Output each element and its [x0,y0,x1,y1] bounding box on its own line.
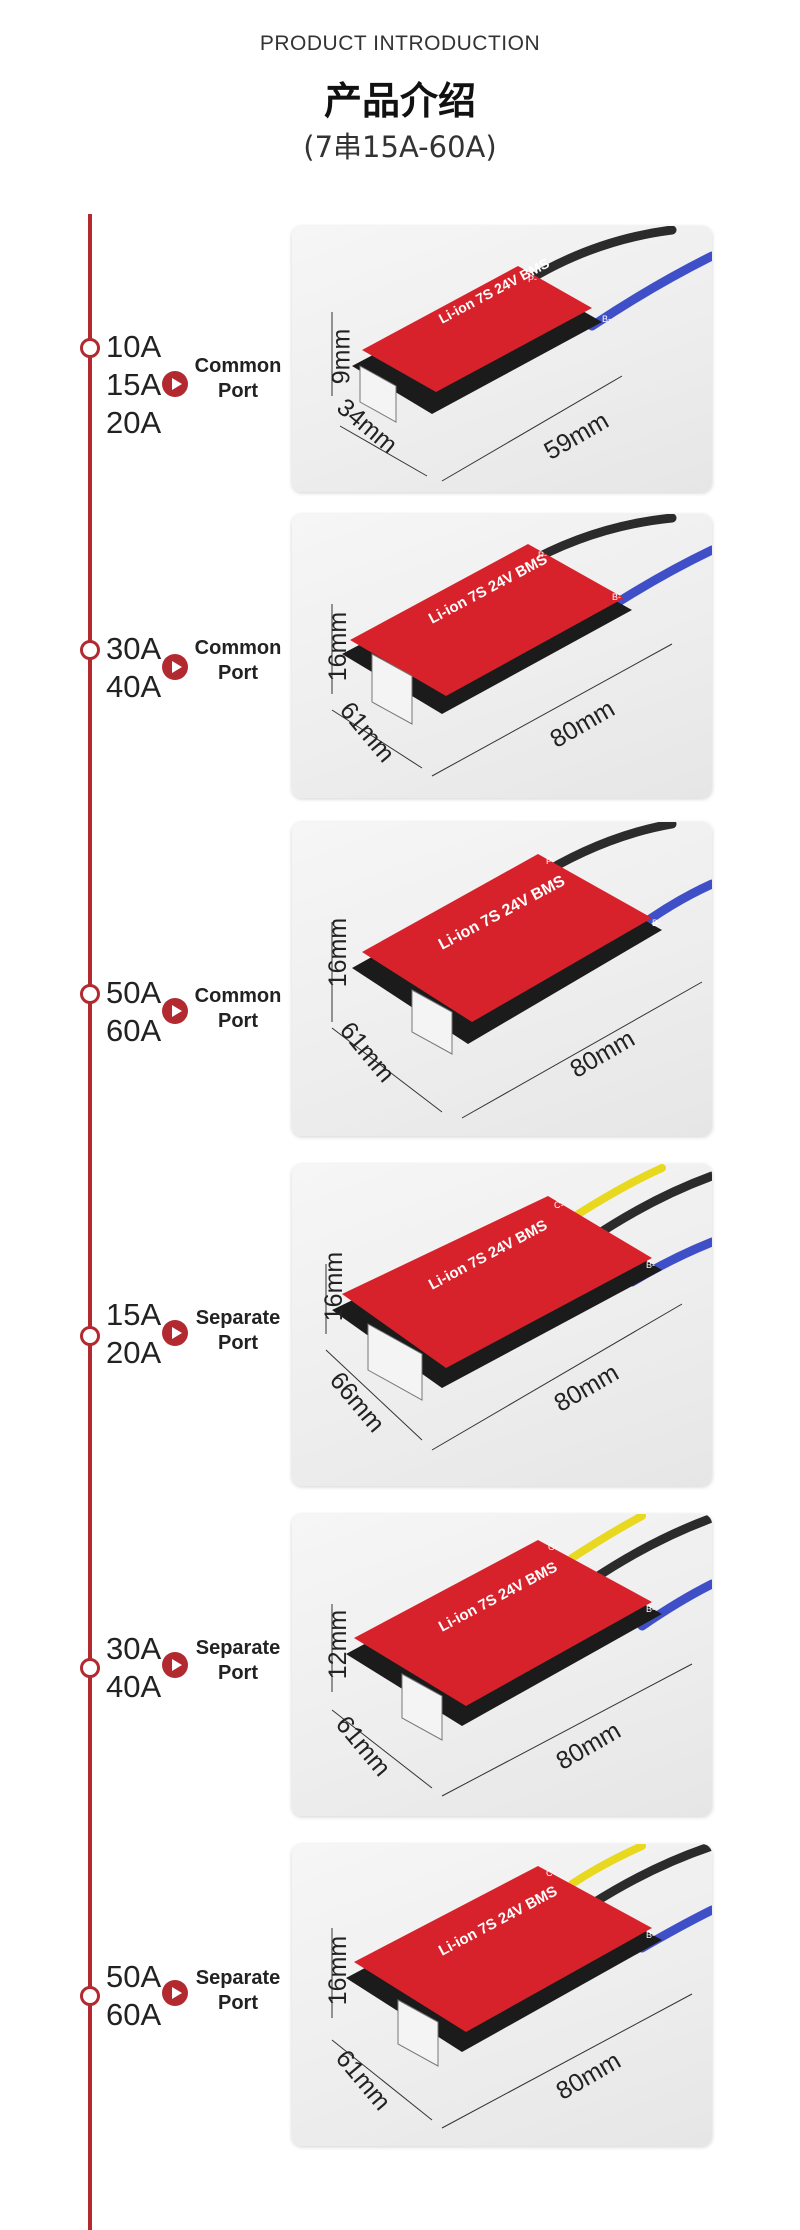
timeline-node [80,984,100,1004]
current-rating: 60A [106,1997,162,2032]
current-ratings: 30A 40A [106,1630,161,1706]
port-type-label: Separate Port [195,1637,281,1684]
header-subtitle: (7串15A-60A) [303,130,497,164]
port-type-label: Common Port [194,355,282,402]
current-rating: 50A [106,1959,162,1994]
current-ratings: 10A 15A 20A [106,328,161,442]
svg-text:B-: B- [646,1930,655,1940]
bms-board-illustration: Li-ion 7S 24V BMS P- B- [331,822,712,1119]
svg-text:B-: B- [646,1260,655,1270]
svg-text:C-: C- [548,1542,558,1552]
current-ratings: 15A 20A [106,1296,161,1372]
product-image-card: Li-ion 7S 24V BMS P- B- 16mm 61mm 80mm [292,822,712,1136]
current-rating: 60A [106,1013,162,1048]
port-type-label: Common Port [194,637,282,684]
timeline-node [80,1986,100,2006]
current-rating: 10A [106,329,162,364]
timeline-node [80,1658,100,1678]
svg-text:P-: P- [546,856,555,866]
svg-text:P-: P- [528,274,537,284]
product-image-card: Li-ion 7S 24V BMS P- B- 9mm 34mm 59mm [292,226,712,492]
current-rating: 20A [106,1335,162,1370]
bms-board-illustration: Li-ion 7S 24V BMS P- B- [331,514,712,777]
current-ratings: 50A 60A [106,974,161,1050]
height-dimension: 9mm [327,328,356,385]
timeline-node [80,640,100,660]
current-rating: 40A [106,669,162,704]
port-type-label: Separate Port [195,1307,281,1354]
product-image-card: Li-ion 7S 24V BMS P- B- 16mm 61mm 80mm [292,514,712,798]
port-type-label: Common Port [194,985,282,1032]
bms-board-illustration: Li-ion 7S 24V BMS C- B- [331,1844,712,2129]
height-dimension: 16mm [324,917,353,988]
header-english-title: PRODUCT INTRODUCTION [259,32,541,55]
bms-board-illustration: Li-ion 7S 24V BMS C- B- [331,1514,712,1797]
timeline-line [88,214,92,2230]
play-arrow-icon [162,1652,188,1678]
current-rating: 15A [106,1297,162,1332]
current-ratings: 30A 40A [106,630,161,706]
product-image-card: Li-ion 7S 24V BMS C- B- 16mm 61mm 80mm [292,1844,712,2146]
play-arrow-icon [162,654,188,680]
current-rating: 20A [106,405,162,440]
play-arrow-icon [162,371,188,397]
svg-text:B-: B- [652,918,661,928]
product-image-card: Li-ion 7S 24V BMS C- B- 16mm 66mm 80mm [292,1164,712,1486]
current-rating: 15A [106,367,162,402]
svg-text:B-: B- [602,314,611,324]
timeline-node [80,338,100,358]
height-dimension: 16mm [324,611,353,682]
play-arrow-icon [162,1980,188,2006]
svg-text:B-: B- [646,1604,655,1614]
svg-text:B-: B- [612,592,621,602]
bms-board-illustration: Li-ion 7S 24V BMS C- B- [325,1164,712,1451]
svg-text:P-: P- [538,550,547,560]
svg-text:C-: C- [546,1868,556,1878]
port-type-label: Separate Port [195,1967,281,2014]
product-image-card: Li-ion 7S 24V BMS C- B- 12mm 61mm 80mm [292,1514,712,1816]
height-dimension: 12mm [324,1609,353,1680]
header-chinese-title: 产品介绍 [323,79,476,123]
bms-board-illustration: Li-ion 7S 24V BMS P- B- [331,226,712,482]
height-dimension: 16mm [324,1935,353,2006]
play-arrow-icon [162,998,188,1024]
current-rating: 30A [106,1631,162,1666]
current-rating: 50A [106,975,162,1010]
play-arrow-icon [162,1320,188,1346]
height-dimension: 16mm [320,1251,349,1322]
current-ratings: 50A 60A [106,1958,161,2034]
timeline-node [80,1326,100,1346]
current-rating: 40A [106,1669,162,1704]
svg-text:C-: C- [554,1200,564,1210]
current-rating: 30A [106,631,162,666]
